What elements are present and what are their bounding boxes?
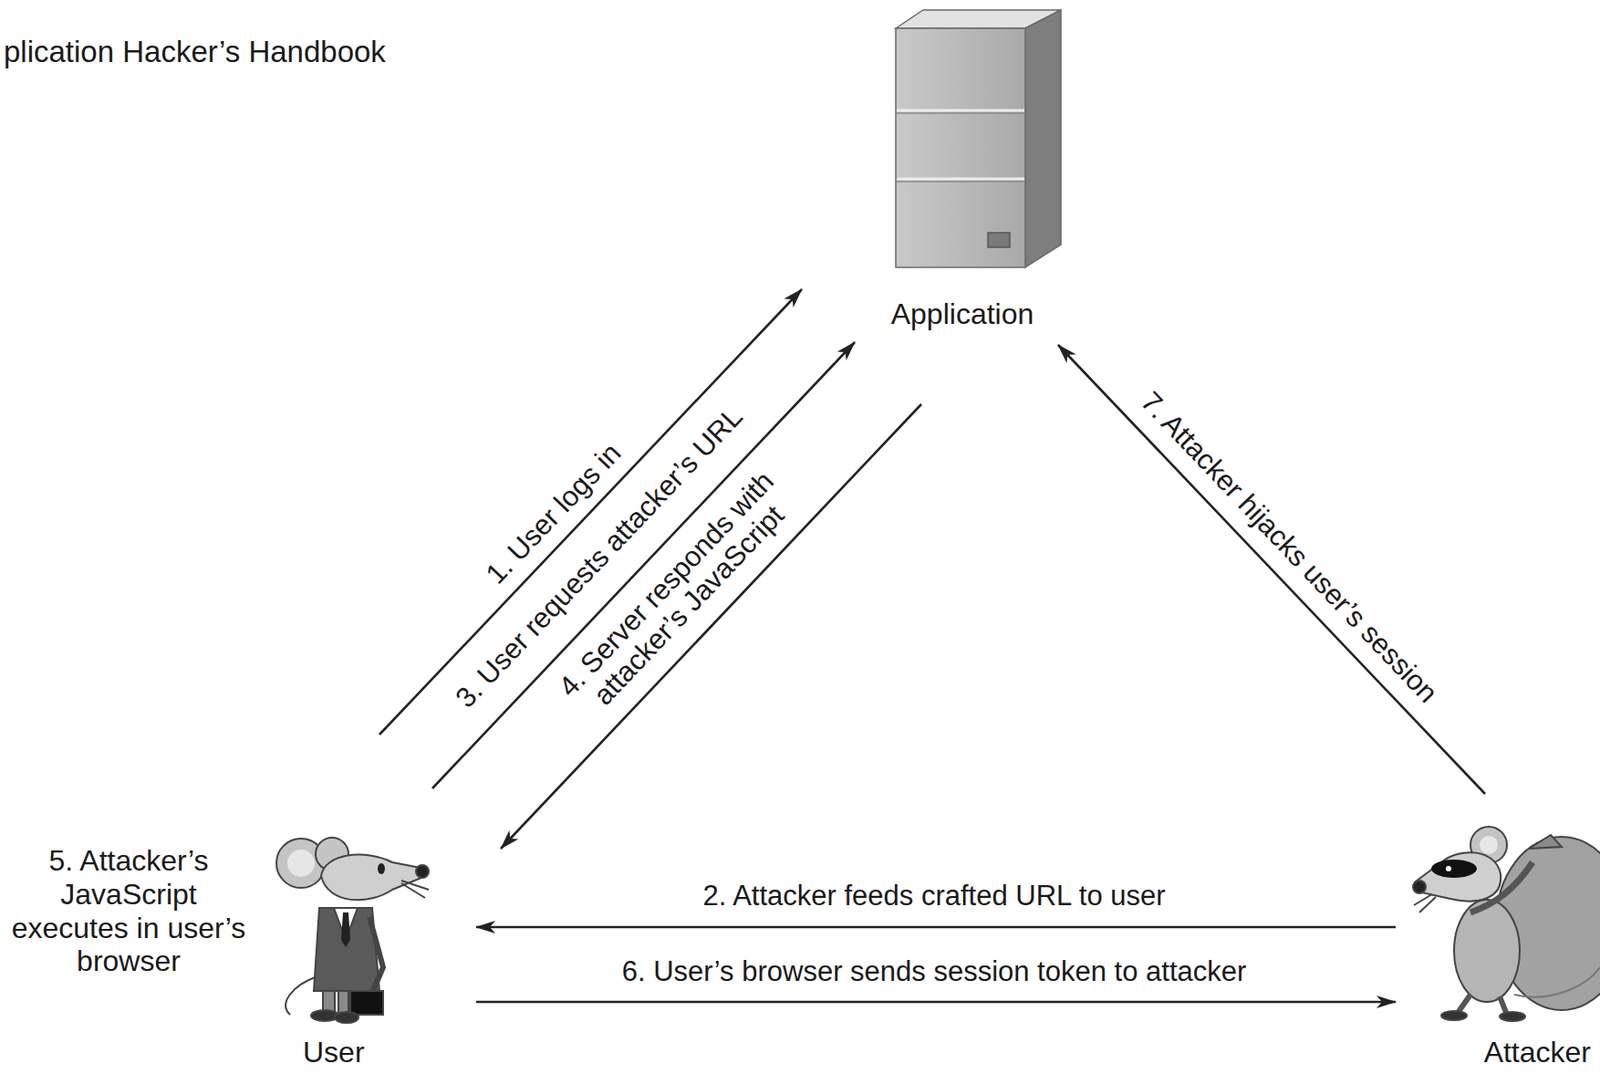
figure-node: Application: [848, 4, 1077, 332]
node-label: Application: [891, 297, 1035, 332]
arrow-label: 6. User’s browser sends session token to…: [622, 955, 1247, 988]
arrow-line: [432, 342, 855, 789]
figure-node: User: [237, 729, 477, 1070]
arrow-label: 2. Attacker feeds crafted URL to user: [702, 880, 1165, 912]
attacker-figure: [1412, 826, 1600, 1021]
node-label: User: [302, 1035, 365, 1070]
server-icon: [895, 10, 1061, 268]
user-figure: [276, 837, 429, 1023]
arrow-label: 7. Attacker hijacks user’s session: [1134, 385, 1444, 709]
node-label: Attacker: [1484, 1035, 1591, 1070]
arrow-line: [476, 1000, 1396, 1004]
arrow-line: [476, 925, 1396, 929]
step-note: 5. Attacker’s JavaScript executes in use…: [9, 843, 249, 978]
header-text: plication Hacker’s Handbook: [3, 34, 386, 70]
arrow-line: [1058, 344, 1486, 794]
figure-node: Attacker: [1397, 793, 1597, 1070]
arrow-line: [500, 404, 922, 849]
